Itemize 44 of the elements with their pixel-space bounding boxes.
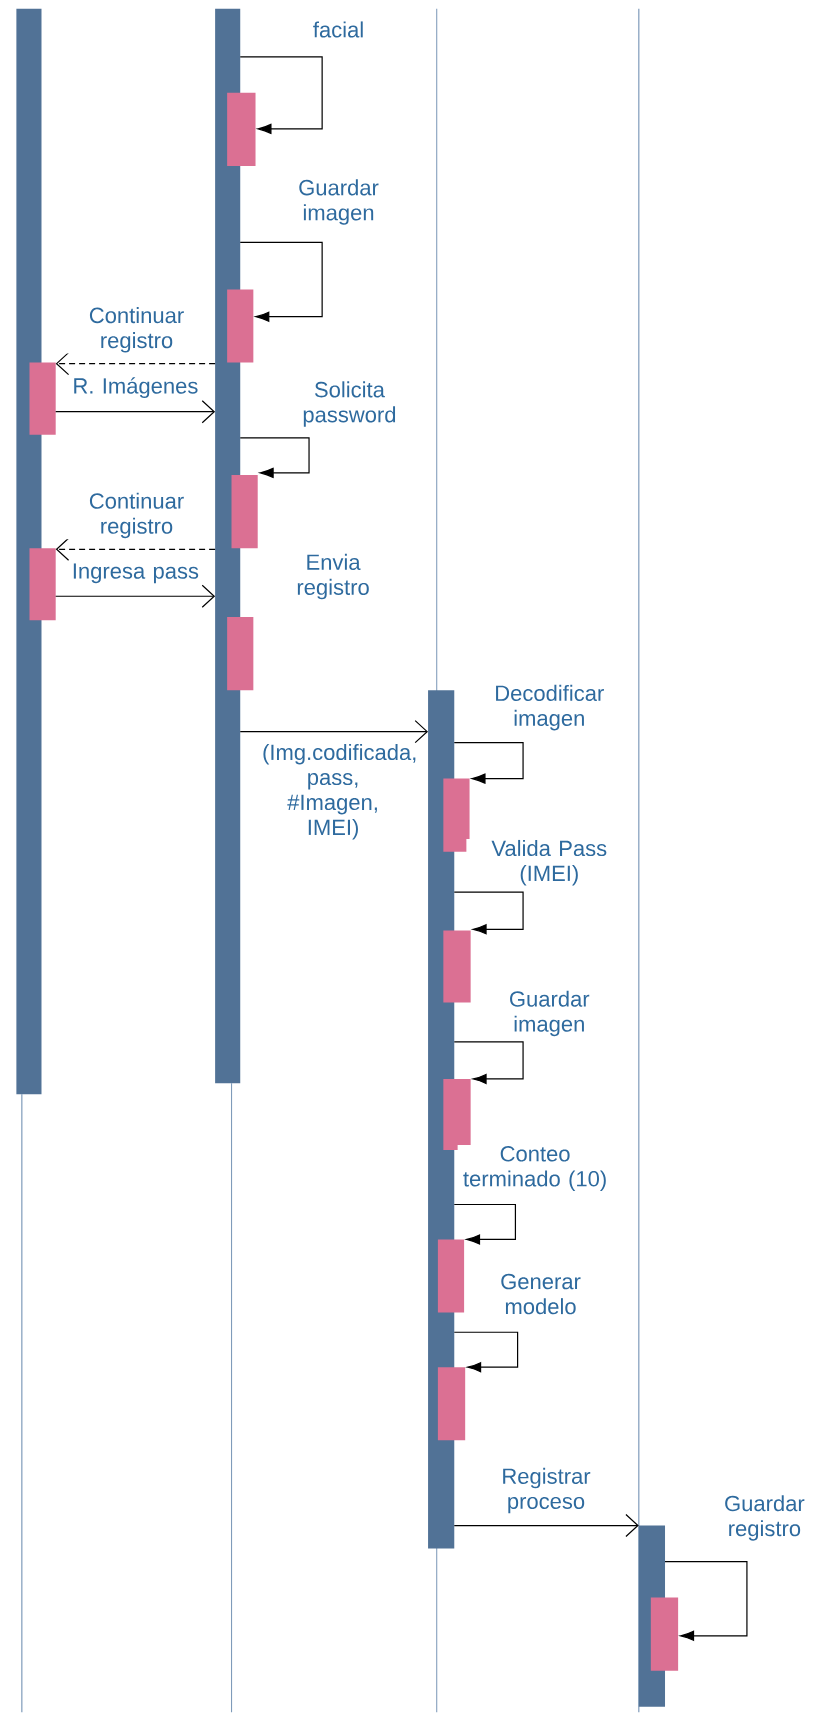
message-label: Envia registro xyxy=(297,553,369,600)
edge-label: Continuar registro xyxy=(89,492,184,539)
edge-label: Solicita password xyxy=(303,381,396,427)
edge-label: Ingresa pass xyxy=(73,563,199,584)
arrow xyxy=(453,741,524,784)
arrow xyxy=(239,437,310,478)
execution-box xyxy=(227,617,254,691)
arrow xyxy=(453,1513,639,1538)
edge-label: Valida Pass (IMEI) xyxy=(491,839,607,886)
edge-label: Conteo terminado (10) xyxy=(463,1146,606,1191)
edge-label: R. Imágenes xyxy=(74,377,198,399)
arrow xyxy=(453,1331,519,1373)
edge-label: Generar modelo xyxy=(501,1273,581,1315)
arrow xyxy=(239,56,323,134)
execution-box xyxy=(443,930,471,1003)
arrow xyxy=(239,241,323,322)
edge-label: Guardar imagen xyxy=(510,990,590,1037)
arrow xyxy=(55,352,216,376)
arrow xyxy=(664,1560,748,1641)
execution-box xyxy=(437,1239,465,1313)
edge-label: Registrar proceso xyxy=(503,1467,591,1514)
edge-label: Guardar registro xyxy=(725,1495,805,1541)
execution-box xyxy=(29,362,56,435)
activation-bar xyxy=(16,8,42,1095)
arrow xyxy=(453,1041,524,1084)
execution-box xyxy=(443,1078,471,1150)
arrow xyxy=(239,720,429,744)
execution-box xyxy=(443,778,470,852)
execution-box xyxy=(227,289,254,363)
execution-box xyxy=(227,92,256,166)
execution-box xyxy=(231,475,258,549)
arrow xyxy=(55,400,216,424)
execution-box xyxy=(29,548,56,621)
edge-label: Continuar registro xyxy=(89,307,184,353)
execution-box xyxy=(437,1367,466,1441)
edge-label: Decodificar imagen xyxy=(496,684,604,731)
edge-label: (Img.codificada, pass, #Imagen, IMEI) xyxy=(263,743,416,840)
edge-label: Guardar imagen xyxy=(299,179,379,225)
arrow xyxy=(55,584,216,608)
arrow xyxy=(453,1203,516,1245)
arrow xyxy=(55,537,216,561)
execution-box xyxy=(650,1597,679,1671)
arrow xyxy=(453,891,524,935)
edge-label: facial xyxy=(313,21,363,38)
